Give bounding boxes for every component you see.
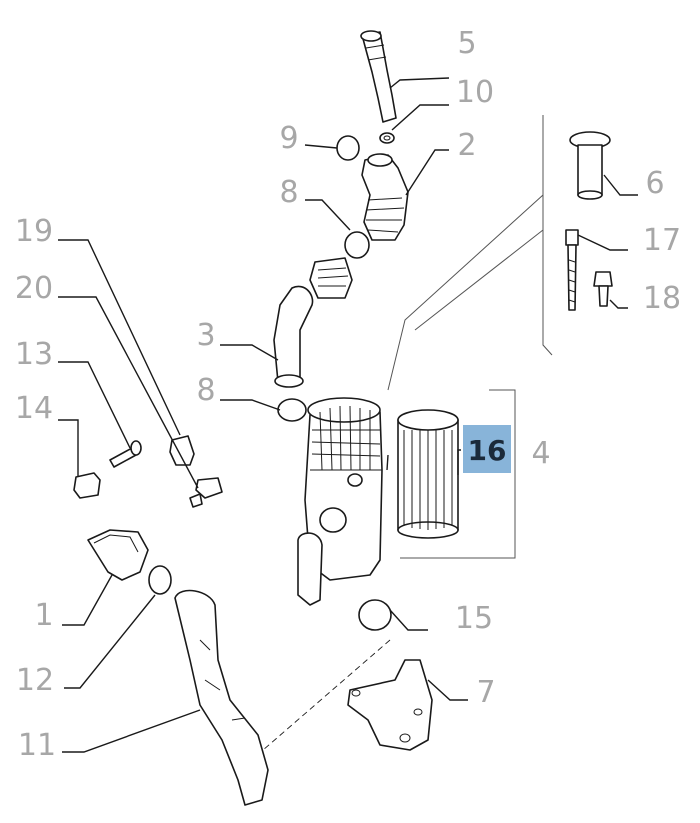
leader-3 — [220, 344, 279, 361]
air-filter-housing — [297, 397, 383, 606]
callout-12: 12 — [16, 663, 54, 698]
leader-8b — [220, 399, 281, 411]
part-8-ring-upper — [344, 231, 370, 259]
leader-17 — [577, 234, 628, 251]
leader-1 — [62, 574, 113, 626]
callout-2: 2 — [457, 128, 476, 163]
callout-9: 9 — [279, 121, 298, 156]
part-11-long-duct — [174, 589, 269, 806]
leader-lines — [58, 77, 638, 753]
leader-2 — [405, 149, 449, 196]
guide-line-6 — [387, 194, 544, 391]
part-20-fastener — [189, 477, 223, 508]
callout-10: 10 — [456, 75, 494, 110]
callout-16-highlight-box — [463, 425, 511, 473]
callout-4: 4 — [531, 436, 550, 471]
leader-6 — [603, 174, 638, 196]
callout-13: 13 — [15, 337, 53, 372]
callout-16: 16 — [468, 434, 507, 467]
part-5-upper-hose — [360, 30, 397, 123]
group-bracket-hardware — [542, 115, 553, 356]
callout-8-lower: 8 — [196, 373, 215, 408]
callout-6: 6 — [645, 166, 664, 201]
part-8-ring-lower — [277, 398, 307, 422]
callout-17: 17 — [643, 223, 681, 258]
leader-13 — [58, 361, 131, 449]
callout-labels: 1 2 3 4 5 6 7 8 8 9 10 11 12 13 14 15 16… — [15, 26, 681, 763]
leader-7 — [427, 679, 468, 701]
part-14-cap — [73, 472, 101, 499]
callout-8-upper: 8 — [279, 175, 298, 210]
callout-14: 14 — [15, 391, 53, 426]
leader-11 — [62, 709, 201, 753]
part-15-ring — [358, 599, 392, 631]
part-3-curved-pipe — [273, 285, 314, 388]
leader-10 — [391, 104, 449, 131]
leader-15 — [389, 609, 428, 631]
leader-8a — [305, 199, 351, 231]
hose-connector — [309, 257, 353, 299]
callout-18: 18 — [643, 281, 681, 316]
callout-15: 15 — [455, 601, 493, 636]
leader-16 — [457, 449, 461, 475]
part-16-filter-element — [397, 409, 459, 539]
part-2-bellows-hose — [361, 153, 409, 241]
callout-7: 7 — [476, 675, 495, 710]
callout-5: 5 — [457, 26, 476, 61]
leader-9 — [304, 144, 338, 149]
guide-line-body — [386, 454, 389, 471]
part-19-clip — [169, 435, 195, 466]
callout-19: 19 — [15, 214, 53, 249]
leader-14 — [58, 419, 79, 476]
part-18-screw — [593, 271, 613, 307]
leader-18 — [609, 299, 628, 309]
part-17-long-bolt — [565, 229, 579, 311]
guide-line-17 — [414, 229, 544, 331]
part-7-bracket — [347, 659, 433, 751]
leader-5 — [389, 77, 450, 89]
callout-11: 11 — [18, 728, 56, 763]
part-12-ring — [148, 565, 172, 595]
callout-20: 20 — [15, 271, 53, 306]
part-10-clamp — [379, 132, 395, 144]
part-9-ring — [336, 135, 360, 161]
callout-3: 3 — [196, 318, 215, 353]
part-13-bolt — [109, 440, 142, 468]
part-6-mounting-sleeve — [569, 131, 611, 200]
leader-19 — [58, 239, 181, 436]
leader-20 — [58, 296, 199, 489]
assembly-dash-line — [239, 639, 391, 771]
group-bracket-4 — [400, 389, 516, 559]
part-1-intake-scoop — [87, 529, 149, 581]
callout-1: 1 — [34, 598, 53, 633]
leader-12 — [64, 594, 156, 689]
